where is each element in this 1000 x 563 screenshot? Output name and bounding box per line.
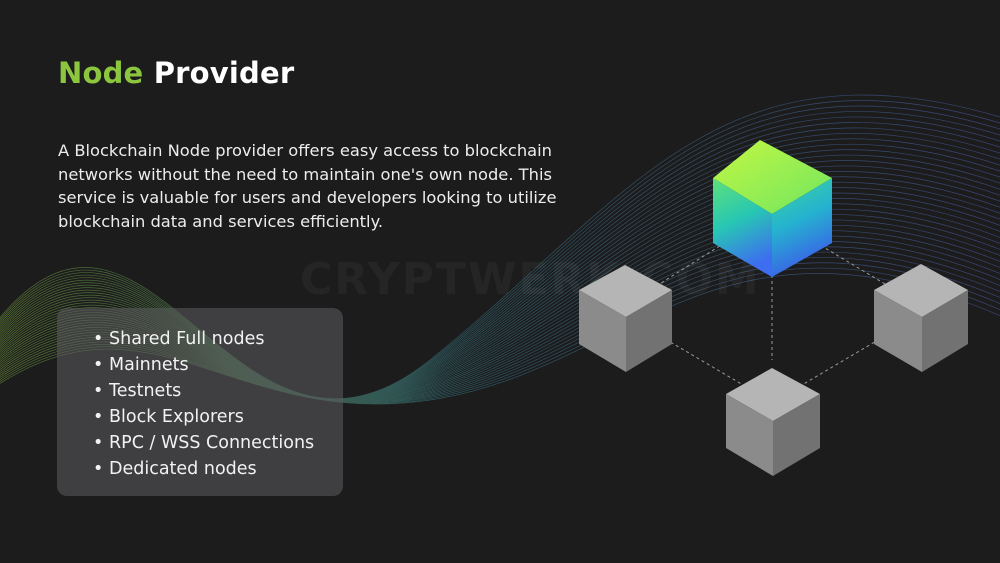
feature-item: RPC / WSS Connections: [93, 430, 343, 456]
wave-line: [0, 116, 1000, 400]
feature-item: Testnets: [93, 378, 343, 404]
main-node-cube: [713, 140, 832, 277]
feature-item: Shared Full nodes: [93, 326, 343, 352]
title-accent: Node: [58, 56, 144, 90]
feature-item: Mainnets: [93, 352, 343, 378]
page-title: Node Provider: [58, 56, 294, 90]
title-rest: Provider: [153, 56, 295, 90]
feature-item: Block Explorers: [93, 404, 343, 430]
features-panel: Shared Full nodes Mainnets Testnets Bloc…: [57, 308, 343, 496]
wave-line: [0, 94, 1000, 399]
watermark-text: CRYPTWERK.COM: [300, 254, 759, 305]
wave-line: [0, 105, 1000, 400]
features-list: Shared Full nodes Mainnets Testnets Bloc…: [57, 308, 343, 482]
wave-line: [0, 100, 1000, 400]
gray-node-cube-right: [874, 264, 968, 372]
gray-node-cube-left: [579, 265, 672, 372]
feature-item: Dedicated nodes: [93, 456, 343, 482]
node-network-diagram: [579, 140, 968, 476]
wave-line: [0, 132, 1000, 400]
wave-line: [0, 138, 1000, 400]
gray-node-cube-bottom: [726, 368, 820, 476]
description-text: A Blockchain Node provider offers easy a…: [58, 141, 557, 231]
wave-line: [0, 122, 1000, 400]
wave-line: [0, 111, 1000, 400]
wave-line: [0, 127, 1000, 400]
